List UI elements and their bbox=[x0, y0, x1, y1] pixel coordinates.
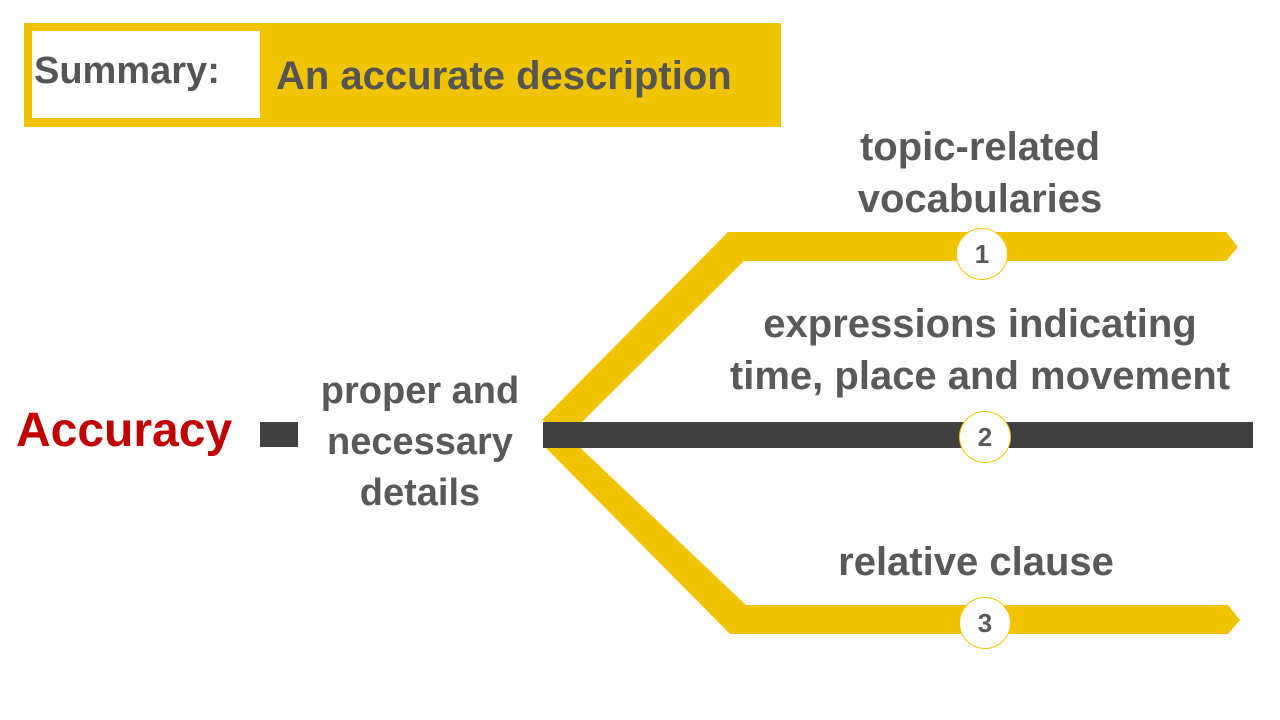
middle-label-line: details bbox=[359, 472, 481, 514]
branch-1-label: topic-related vocabularies bbox=[780, 121, 1180, 225]
middle-label-line: necessary bbox=[327, 421, 513, 463]
branch-label-line: topic-related bbox=[859, 125, 1101, 169]
branch-2-line bbox=[543, 422, 1253, 448]
branch-label-line: relative clause bbox=[838, 540, 1114, 584]
root-label: Accuracy bbox=[16, 404, 233, 457]
middle-label-line: proper and bbox=[320, 370, 520, 412]
summary-label: Summary: bbox=[34, 50, 220, 92]
branch-2-number-badge: 2 bbox=[959, 411, 1011, 463]
branch-label-line: vocabularies bbox=[857, 177, 1103, 221]
summary-label-box bbox=[32, 31, 260, 118]
branch-1-line bbox=[542, 232, 1238, 436]
branch-3-line bbox=[544, 438, 1240, 634]
branch-1-number-badge: 1 bbox=[956, 228, 1008, 280]
branch-2-label: expressions indicating time, place and m… bbox=[700, 298, 1260, 402]
middle-label: proper and necessary details bbox=[300, 366, 540, 519]
branch-label-line: time, place and movement bbox=[729, 354, 1231, 398]
branch-label-line: expressions indicating bbox=[763, 302, 1197, 346]
root-connector bbox=[260, 422, 298, 447]
branch-3-label: relative clause bbox=[776, 536, 1176, 588]
summary-banner bbox=[24, 23, 781, 127]
summary-text: An accurate description bbox=[276, 54, 732, 98]
branch-3-number-badge: 3 bbox=[959, 597, 1011, 649]
